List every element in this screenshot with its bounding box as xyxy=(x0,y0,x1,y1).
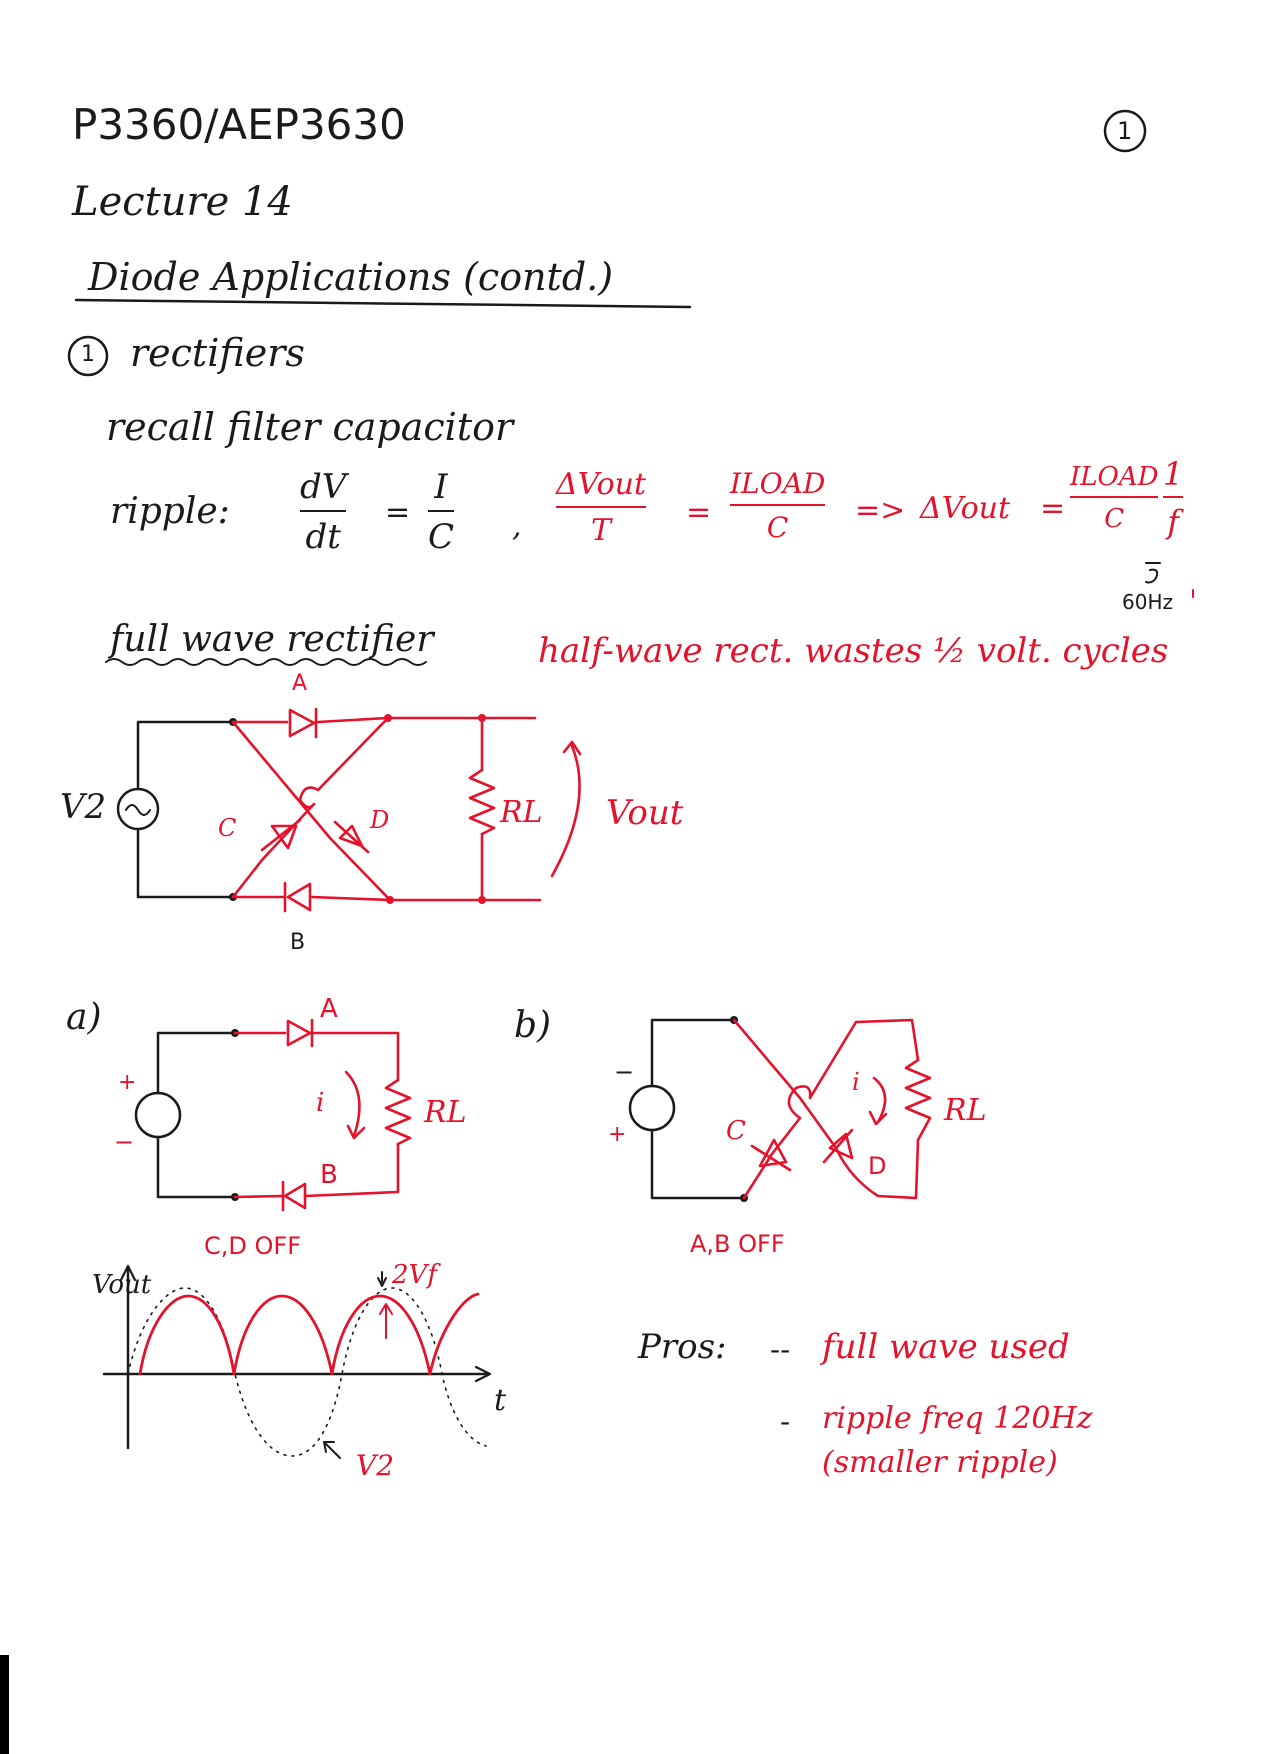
waveform-drop-label: 2Vf xyxy=(392,1260,437,1290)
dv-numerator: dV xyxy=(300,467,347,507)
pros-item-full-wave: full wave used xyxy=(822,1327,1070,1367)
equals-1: = xyxy=(385,495,411,530)
title-underline xyxy=(74,298,692,309)
one-numerator: 1 xyxy=(1163,455,1184,493)
section-number-circle xyxy=(67,335,109,377)
section-number: 1 xyxy=(81,342,95,367)
c-denominator-3: C xyxy=(1104,504,1125,534)
case-b-minus: − xyxy=(614,1058,635,1086)
iload-numerator: ILOAD xyxy=(730,467,826,500)
dt-denominator: dt xyxy=(305,517,341,557)
iload-numerator-2: ILOAD xyxy=(1070,462,1159,492)
c-denominator-2: C xyxy=(766,511,789,544)
source-symbol-b xyxy=(628,1084,676,1132)
delta-vout: ΔVout xyxy=(920,491,1011,526)
scan-edge-mark xyxy=(0,1655,9,1754)
c-denominator: C xyxy=(428,517,455,557)
bridge-label-a: A xyxy=(292,671,308,696)
waveform-y-label: Vout xyxy=(92,1270,152,1300)
pros-item-ripple-freq: ripple freq 120Hz xyxy=(822,1401,1093,1436)
delta-vout-numerator: ΔVout xyxy=(556,467,647,502)
case-b-label: b) xyxy=(514,1005,552,1046)
source-sine-dotted xyxy=(127,1287,487,1457)
case-a-load: RL xyxy=(424,1095,467,1130)
case-b-circuit xyxy=(628,1016,932,1202)
rectified-output xyxy=(138,1292,480,1376)
load-resistor-symbol-case-a xyxy=(384,1078,412,1146)
bridge-label-d: D xyxy=(370,806,390,834)
diode-d-symbol-case-b xyxy=(822,1128,854,1164)
bridge-label-b: B xyxy=(290,930,306,955)
case-b-plus: + xyxy=(608,1122,627,1147)
full-wave-heading: full wave rectifier xyxy=(110,619,434,660)
f-denominator: f xyxy=(1167,503,1180,541)
case-a-diode-b: B xyxy=(320,1160,338,1190)
case-a-minus: − xyxy=(114,1128,135,1156)
dvout-t-fraction: ΔVout T xyxy=(556,467,647,548)
dv-dt-fraction: dV dt xyxy=(300,467,347,557)
pros-dash-2: - xyxy=(780,1405,791,1438)
diode-a-symbol-case-a xyxy=(286,1018,314,1048)
load-resistor-symbol xyxy=(468,768,496,836)
page-number-circle xyxy=(1103,109,1147,153)
bridge-label-c: C xyxy=(218,814,237,842)
iload-c-fraction-2: ILOAD C xyxy=(1070,462,1159,534)
pros-label: Pros: xyxy=(638,1327,727,1367)
diode-b-symbol-case-a xyxy=(281,1180,307,1212)
i-c-fraction: I C xyxy=(428,467,455,557)
output-label-vout: Vout xyxy=(606,793,684,833)
case-a-status: C,D OFF xyxy=(204,1232,301,1260)
waveform-x-label: t xyxy=(494,1383,507,1418)
ac-source-symbol xyxy=(116,787,160,831)
load-label-rl: RL xyxy=(500,795,543,830)
waveform-plot xyxy=(102,1264,492,1459)
diode-d-symbol xyxy=(333,820,370,854)
case-a-circuit xyxy=(134,1018,412,1212)
comma: , xyxy=(512,509,522,544)
implies-arrow: => xyxy=(855,493,906,528)
t-denominator: T xyxy=(591,513,612,548)
pros-dash-1: -- xyxy=(770,1333,791,1366)
ripple-label: ripple: xyxy=(110,491,230,532)
pros-item-smaller-ripple: (smaller ripple) xyxy=(822,1445,1058,1480)
case-b-load: RL xyxy=(944,1093,987,1128)
course-code: P3360/AEP3630 xyxy=(72,100,406,149)
waveform-source-label: V2 xyxy=(356,1449,395,1482)
case-b-status: A,B OFF xyxy=(690,1230,785,1258)
wavy-underline xyxy=(105,658,427,666)
case-a-label: a) xyxy=(66,997,102,1038)
section-label: rectifiers xyxy=(130,331,305,375)
case-a-current: i xyxy=(316,1088,325,1118)
one-over-f-fraction: 1 f xyxy=(1163,455,1184,541)
i-numerator: I xyxy=(434,467,448,507)
diode-a-symbol xyxy=(288,707,318,739)
equals-3: = xyxy=(1040,491,1066,526)
recall-text: recall filter capacitor xyxy=(106,405,514,449)
load-resistor-symbol-case-b xyxy=(904,1058,932,1142)
page-number: 1 xyxy=(1117,117,1133,145)
case-a-diode-a: A xyxy=(320,994,338,1024)
case-b-current: i xyxy=(852,1068,860,1096)
page-title: Diode Applications (contd.) xyxy=(88,255,614,299)
bridge-circuit xyxy=(116,707,582,913)
case-b-diode-c: C xyxy=(726,1116,746,1146)
half-wave-note: half-wave rect. wastes ½ volt. cycles xyxy=(538,631,1169,671)
diode-c-symbol xyxy=(260,818,302,852)
case-b-diode-d: D xyxy=(868,1152,887,1180)
iload-c-fraction: ILOAD C xyxy=(730,467,826,544)
diode-b-symbol xyxy=(283,881,312,913)
source-symbol-a xyxy=(134,1091,182,1139)
frequency-60hz: 60Hz xyxy=(1122,590,1173,614)
diode-c-symbol-case-b xyxy=(750,1138,792,1172)
case-a-plus: + xyxy=(118,1070,137,1095)
source-label-v2: V2 xyxy=(60,787,107,827)
lecture-number: Lecture 14 xyxy=(72,179,293,225)
equals-2: = xyxy=(686,495,712,530)
